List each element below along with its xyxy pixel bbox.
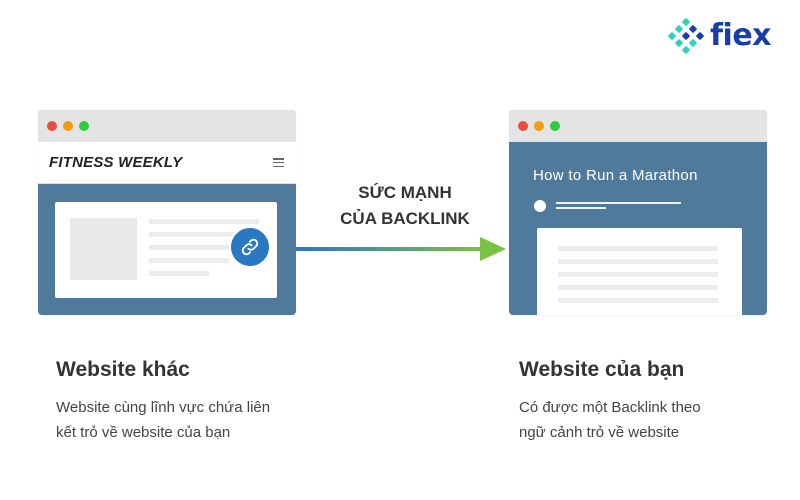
text-placeholder-line (558, 246, 718, 251)
image-placeholder (70, 218, 137, 280)
text-placeholder-line (149, 245, 239, 250)
text-placeholder-line (149, 232, 259, 237)
author-meta-line (556, 202, 681, 204)
author-meta-line (556, 207, 606, 209)
site-header: FITNESS WEEKLY (38, 142, 296, 184)
text-placeholder-line (558, 298, 718, 303)
your-website-description: Có được một Backlink theo ngữ cảnh trỏ v… (519, 395, 799, 445)
description-line-1: Có được một Backlink theo (519, 399, 701, 416)
fiex-logo-icon (668, 18, 704, 54)
article-body-card (537, 228, 742, 315)
menu-icon (273, 158, 284, 167)
text-placeholder-line (149, 271, 209, 276)
description-line-2: kết trỏ về website của bạn (56, 424, 231, 441)
link-icon (241, 238, 259, 256)
window-title-bar (509, 110, 767, 142)
other-website-window: FITNESS WEEKLY (38, 110, 296, 315)
description-line-2: ngữ cảnh trỏ về website (519, 424, 680, 441)
site-title: FITNESS WEEKLY (49, 154, 183, 171)
backlink-badge (229, 226, 271, 268)
text-placeholder-line (149, 258, 229, 263)
text-placeholder-line (558, 259, 718, 264)
label-line-1: SỨC MẠNH (358, 183, 452, 202)
other-website-title: Website khác (56, 358, 190, 381)
arrow-right-icon (296, 237, 506, 261)
text-placeholder-line (558, 272, 718, 277)
author-avatar (534, 200, 546, 212)
window-title-bar (38, 110, 296, 142)
text-placeholder-line (558, 285, 718, 290)
description-line-1: Website cùng lĩnh vực chứa liên (56, 399, 271, 416)
your-website-title: Website của bạn (519, 358, 685, 381)
other-website-description: Website cùng lĩnh vực chứa liên kết trỏ … (56, 395, 336, 445)
logo-text: fiex (710, 18, 772, 53)
backlink-power-label: SỨC MẠNH CỦA BACKLINK (310, 180, 500, 232)
label-line-2: CỦA BACKLINK (340, 209, 470, 228)
your-website-window: How to Run a Marathon (509, 110, 767, 315)
brand-logo: fiex (668, 16, 784, 56)
minimize-dot-icon (63, 121, 73, 131)
close-dot-icon (47, 121, 57, 131)
minimize-dot-icon (534, 121, 544, 131)
text-placeholder-line (149, 219, 259, 224)
maximize-dot-icon (79, 121, 89, 131)
maximize-dot-icon (550, 121, 560, 131)
close-dot-icon (518, 121, 528, 131)
article-title: How to Run a Marathon (533, 167, 698, 184)
